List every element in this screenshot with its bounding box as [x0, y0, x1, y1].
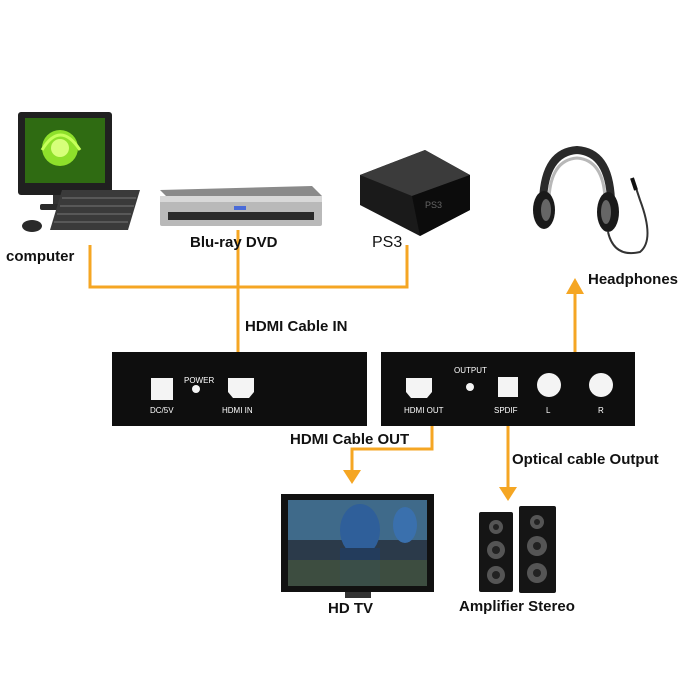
extender-input-panel: DC/5V POWER HDMI IN: [112, 352, 367, 426]
computer-icon: [18, 112, 140, 232]
output-led: [466, 383, 474, 391]
dc-power-jack: [151, 378, 173, 400]
svg-text:PS3: PS3: [425, 200, 442, 210]
spdif-port-label: SPDIF: [494, 406, 518, 415]
computer-label: computer: [6, 248, 75, 265]
extender-output-panel: OUTPUT HDMI OUT SPDIF L R: [381, 352, 635, 426]
optical-cable-label: Optical cable Output: [512, 451, 659, 468]
headphones-icon: [533, 145, 649, 254]
source-bus-cable: [88, 245, 409, 289]
headphones-label: Headphones: [588, 271, 679, 288]
optical-arrowhead: [499, 487, 517, 501]
stereo-speakers-icon: [479, 506, 556, 593]
ps3-label: PS3: [372, 234, 403, 251]
power-label: POWER: [184, 376, 214, 385]
hd-tv-icon: [281, 494, 434, 598]
hdmi-out-port-label: HDMI OUT: [404, 406, 444, 415]
bluray-player-icon: [160, 186, 322, 226]
spdif-port: [498, 377, 518, 397]
hdmi-out-port: [406, 378, 432, 398]
ps3-console-icon: PS3: [360, 150, 470, 236]
headphones-arrowhead: [566, 278, 584, 294]
hdmi-out-arrowhead: [343, 470, 361, 484]
amplifier-label: Amplifier Stereo: [459, 598, 575, 615]
output-label: OUTPUT: [454, 366, 487, 375]
hdmi-in-port-label: HDMI IN: [222, 406, 253, 415]
hdmi-out-cable-label: HDMI Cable OUT: [290, 431, 410, 448]
hdtv-label: HD TV: [328, 600, 373, 617]
dc-port-label: DC/5V: [150, 406, 174, 415]
l-port-label: L: [546, 406, 551, 415]
hdmi-in-cable-label: HDMI Cable IN: [245, 318, 348, 335]
audio-l-jack: [537, 373, 561, 397]
r-port-label: R: [598, 406, 604, 415]
bluray-label: Blu-ray DVD: [190, 234, 278, 251]
audio-r-jack: [589, 373, 613, 397]
power-led: [192, 385, 200, 393]
right-speaker-icon: [519, 506, 556, 593]
hdmi-in-port: [228, 378, 254, 398]
left-speaker-icon: [479, 512, 513, 592]
